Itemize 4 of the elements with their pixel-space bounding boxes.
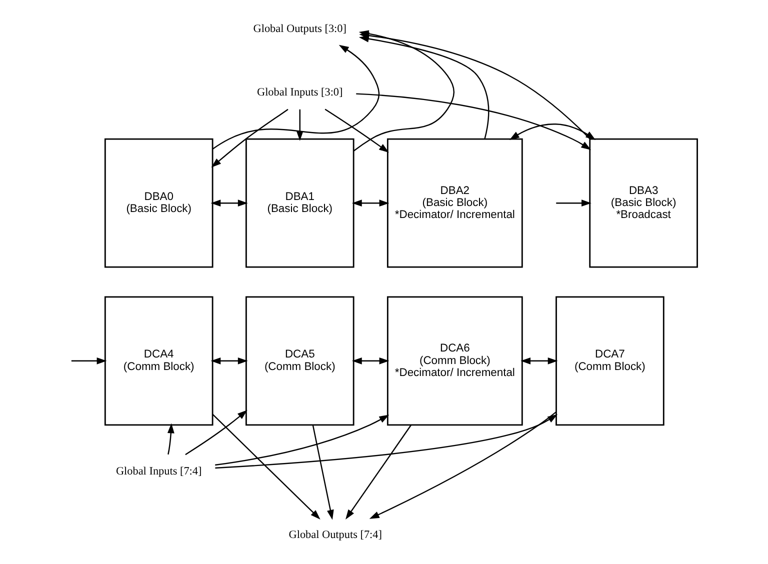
node-text: Global Inputs [3:0] bbox=[257, 86, 343, 98]
node-text: Global Inputs [7:4] bbox=[116, 465, 202, 478]
node-text: Global Outputs [3:0] bbox=[253, 22, 346, 35]
node-text: Global Outputs [7:4] bbox=[288, 528, 382, 541]
